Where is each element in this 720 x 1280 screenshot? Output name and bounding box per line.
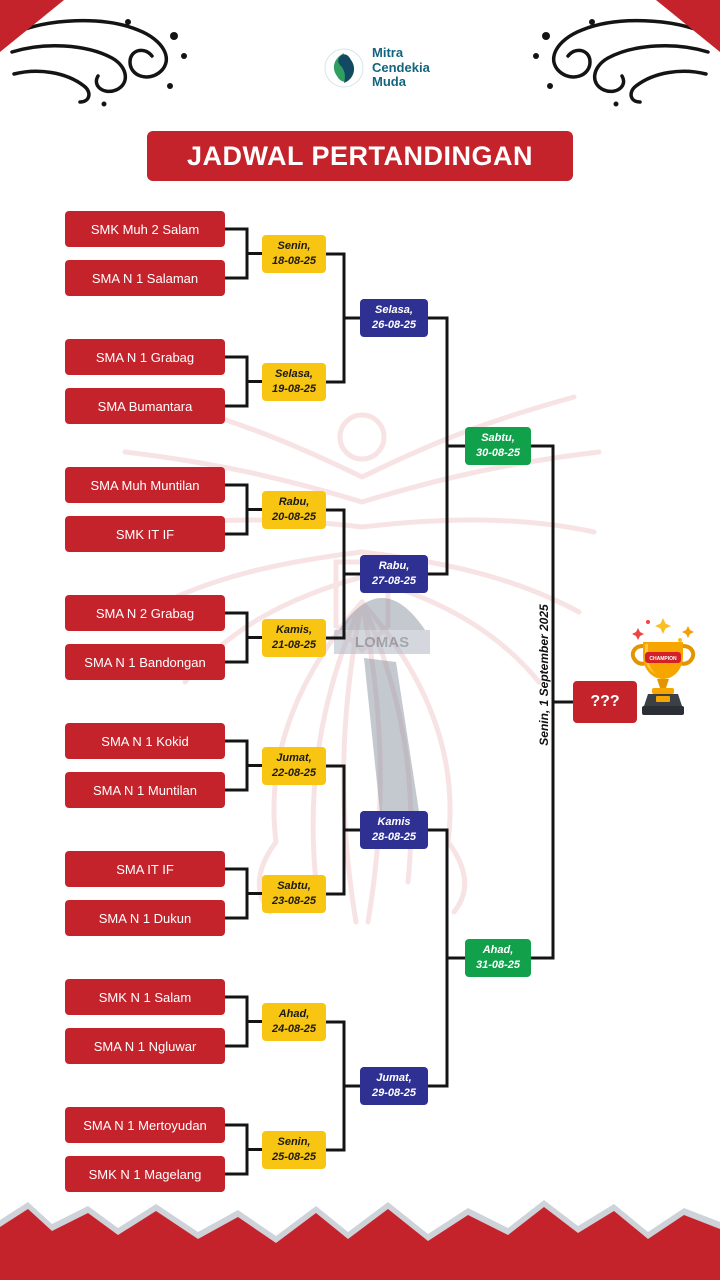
match-date: 28-08-25 [371, 831, 417, 843]
logo-line-1: Mitra [372, 45, 404, 60]
bracket-connector [428, 316, 465, 1088]
match-schedule-round1: Jumat, 22-08-25 [262, 747, 326, 785]
match-schedule-round2: Rabu, 27-08-25 [360, 555, 428, 593]
flourish-ornament-left [10, 18, 187, 107]
team-box: SMA N 1 Mertoyudan [65, 1107, 225, 1143]
team-box: SMA IT IF [65, 851, 225, 887]
team-box: SMK N 1 Magelang [65, 1156, 225, 1192]
match-schedule-round2: Selasa, 26-08-25 [360, 299, 428, 337]
team-box: SMK IT IF [65, 516, 225, 552]
team-box: SMA N 1 Kokid [65, 723, 225, 759]
monument-watermark: LOMAS [334, 598, 430, 818]
match-date: 24-08-25 [271, 1023, 317, 1035]
match-schedule-round1: Rabu, 20-08-25 [262, 491, 326, 529]
match-date: 30-08-25 [475, 447, 521, 459]
watermark-text: LOMAS [355, 634, 409, 651]
trophy-band-text: CHAMPION [649, 656, 677, 662]
page-title: JADWAL PERTANDINGAN [147, 131, 573, 181]
team-box: SMK Muh 2 Salam [65, 211, 225, 247]
bracket-connector [531, 444, 573, 960]
match-date: 31-08-25 [475, 959, 521, 971]
match-schedule-round1: Kamis, 21-08-25 [262, 619, 326, 657]
match-date: 23-08-25 [271, 895, 317, 907]
match-schedule-round2: Jumat, 29-08-25 [360, 1067, 428, 1105]
team-box: SMA N 1 Muntilan [65, 772, 225, 808]
team-box: SMA Muh Muntilan [65, 467, 225, 503]
match-date: 22-08-25 [271, 767, 317, 779]
match-day: Sabtu, [277, 880, 311, 893]
match-schedule-round1: Senin, 25-08-25 [262, 1131, 326, 1169]
team-box: SMA N 1 Dukun [65, 900, 225, 936]
champion-box: ??? [573, 681, 637, 723]
logo-line-3: Muda [372, 74, 406, 90]
match-day: Ahad, [482, 944, 514, 957]
bracket-connector [225, 227, 262, 1176]
match-day: Jumat, [276, 752, 312, 765]
logo-text: Mitra Cendekia Muda [372, 45, 430, 90]
logo: Mitra Cendekia Muda [324, 45, 430, 90]
match-schedule-round1: Sabtu, 23-08-25 [262, 875, 326, 913]
team-box: SMA N 1 Ngluwar [65, 1028, 225, 1064]
match-day: Rabu, [378, 560, 410, 573]
match-date: 18-08-25 [271, 255, 317, 267]
match-day: Rabu, [278, 496, 310, 509]
match-date: 27-08-25 [371, 575, 417, 587]
match-schedule-round1: Selasa, 19-08-25 [262, 363, 326, 401]
match-day: Kamis [377, 816, 411, 829]
match-date: 25-08-25 [271, 1151, 317, 1163]
logo-line-2: Cendekia [372, 59, 430, 75]
match-day: Ahad, [278, 1008, 310, 1021]
match-date: 21-08-25 [271, 639, 317, 651]
torn-paper-edge [0, 1200, 720, 1280]
match-day: Jumat, [376, 1072, 412, 1085]
trophy-icon: CHAMPION [630, 618, 696, 715]
match-day: Sabtu, [481, 432, 515, 445]
match-date: 29-08-25 [371, 1087, 417, 1099]
match-date: 19-08-25 [271, 383, 317, 395]
team-box: SMA N 2 Grabag [65, 595, 225, 631]
team-box: SMA N 1 Salaman [65, 260, 225, 296]
match-schedule-round1: Senin, 18-08-25 [262, 235, 326, 273]
team-box: SMK N 1 Salam [65, 979, 225, 1015]
logo-icon [324, 48, 364, 88]
match-schedule-semifinal: Sabtu, 30-08-25 [465, 427, 531, 465]
match-schedule-round1: Ahad, 24-08-25 [262, 1003, 326, 1041]
match-day: Kamis, [275, 624, 313, 637]
match-day: Selasa, [375, 304, 413, 317]
match-day: Senin, [277, 240, 311, 253]
match-date: 20-08-25 [271, 511, 317, 523]
flourish-ornament-right [533, 18, 710, 107]
final-schedule-label: Senin, 1 September 2025 [537, 604, 551, 746]
match-date: 26-08-25 [371, 319, 417, 331]
match-day: Senin, [277, 1136, 311, 1149]
team-box: SMA N 1 Bandongan [65, 644, 225, 680]
match-day: Selasa, [275, 368, 313, 381]
team-box: SMA Bumantara [65, 388, 225, 424]
match-schedule-semifinal: Ahad, 31-08-25 [465, 939, 531, 977]
bracket-connector [326, 252, 360, 1152]
match-schedule-round2: Kamis 28-08-25 [360, 811, 428, 849]
team-box: SMA N 1 Grabag [65, 339, 225, 375]
